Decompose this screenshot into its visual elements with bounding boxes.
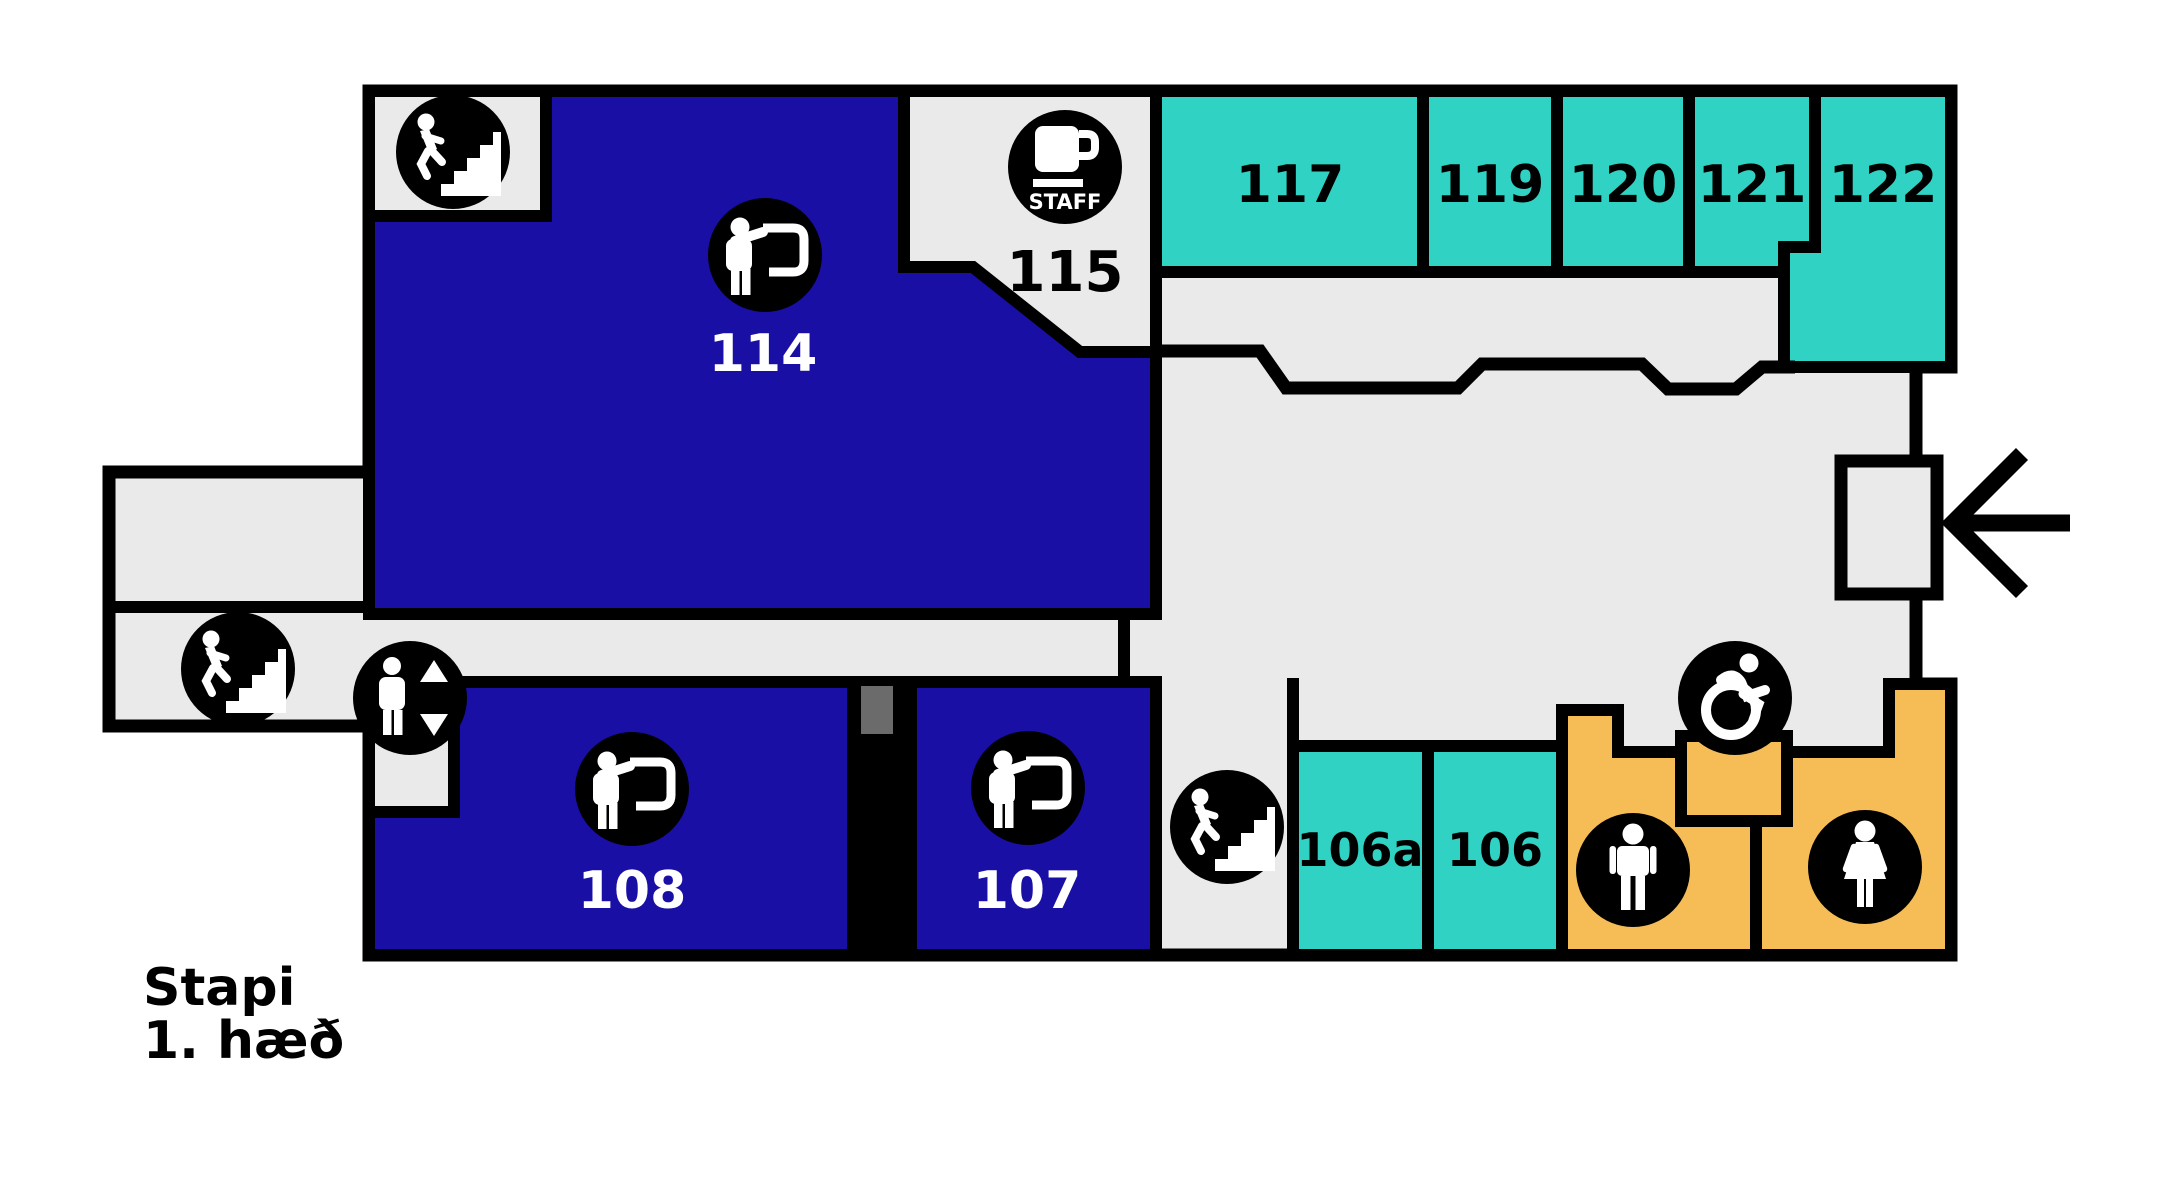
interior-walls [109,85,1795,955]
room-label-106: 106 [1447,823,1543,877]
page-title-line2: 1. hæð [143,1011,344,1071]
classroom-icon [575,732,689,846]
page-title-line1: Stapi [143,958,295,1018]
entrance-arrow-icon [1940,447,2070,599]
door-marker [861,686,893,734]
elevator-icon [353,641,467,755]
room-label-108: 108 [578,861,687,921]
wheelchair-icon [1678,641,1792,755]
room-label-119: 119 [1436,155,1545,215]
female-restroom-icon [1808,810,1922,924]
room-120 [1551,85,1695,278]
room-label-120: 120 [1569,155,1678,215]
stairs-icon [181,612,295,726]
classroom-icon [971,731,1085,845]
room-label-122: 122 [1829,155,1938,215]
entrance-alcove [1834,454,1944,601]
stairs-icon [1170,770,1284,884]
room-label-107: 107 [973,861,1082,921]
stairs-icon [396,95,510,209]
classroom-icon [708,198,822,312]
room-122 [1778,85,1957,373]
room-label-114: 114 [709,324,818,384]
male-restroom-icon [1576,813,1690,927]
room-label-117: 117 [1236,155,1345,215]
coffee-staff-icon [1008,110,1122,224]
room-label-121: 121 [1698,155,1807,215]
room-label-115: 115 [1007,240,1124,305]
room-label-106a: 106a [1296,823,1423,877]
